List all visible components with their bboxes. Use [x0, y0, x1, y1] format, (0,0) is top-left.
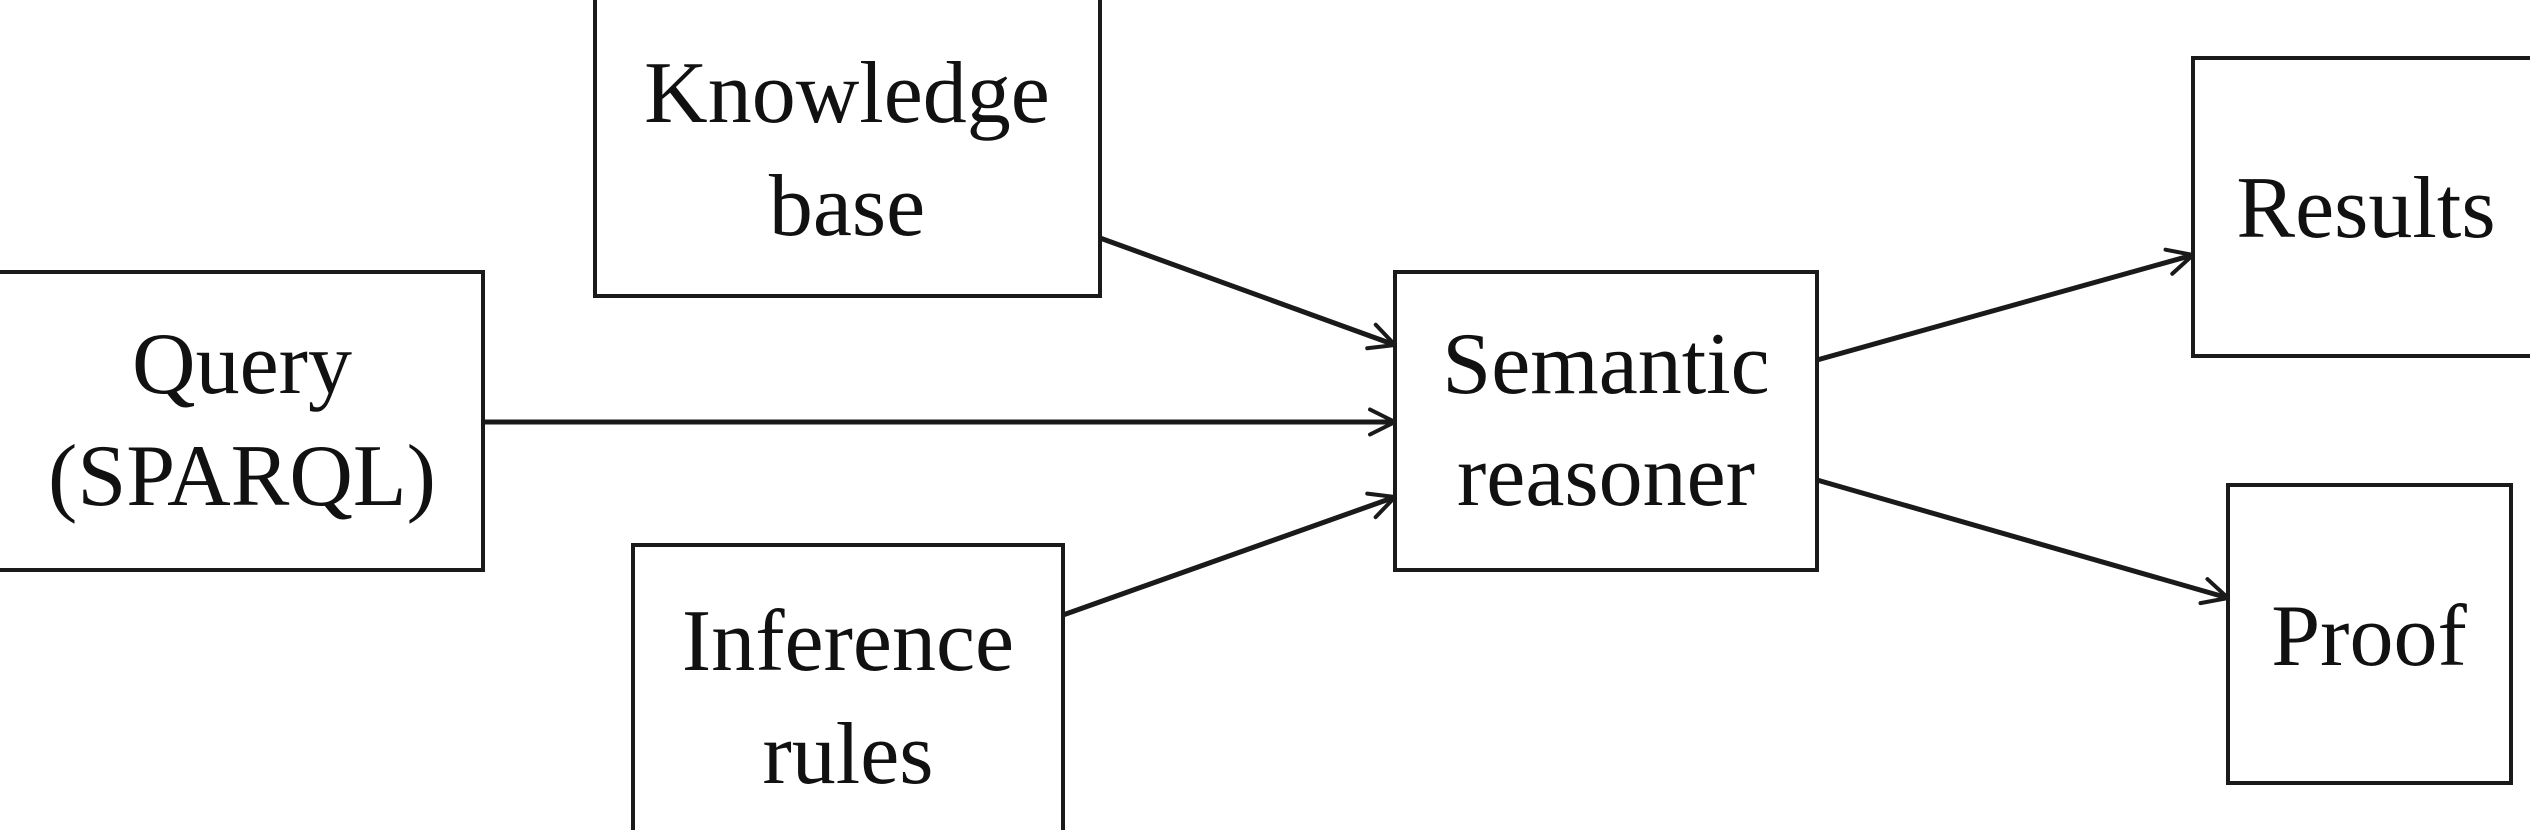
results-box	[2191, 56, 2530, 358]
node-inference-rules: Inference rules	[631, 543, 1065, 830]
edge-reasoner-to-results	[1816, 247, 2195, 363]
query-box	[0, 270, 485, 572]
inference-rules-box	[631, 543, 1065, 830]
node-knowledge-base: Knowledge base	[593, 0, 1102, 298]
node-proof: Proof	[2226, 483, 2513, 785]
node-semantic-reasoner: Semantic reasoner	[1393, 270, 1819, 572]
edge-reasoner-to-proof	[1816, 477, 2230, 606]
proof-label: Proof	[2271, 588, 2467, 685]
inference-rules-label-line2: rules	[762, 706, 933, 803]
knowledge-base-label-line2: base	[769, 158, 925, 255]
semantic-reasoner-box	[1393, 270, 1819, 572]
knowledge-base-label-line1: Knowledge	[644, 45, 1050, 142]
semantic-reasoner-label-line1: Semantic	[1442, 316, 1769, 413]
edge-knowledge-base-to-reasoner	[1099, 235, 1397, 351]
node-results: Results	[2191, 56, 2530, 358]
semantic-reasoner-label-line2: reasoner	[1457, 428, 1755, 525]
node-query: Query (SPARQL)	[0, 270, 485, 572]
edge-inference-rules-to-reasoner	[1062, 491, 1397, 618]
query-label-line1: Query	[132, 316, 352, 413]
proof-box	[2226, 483, 2513, 785]
query-label-line2: (SPARQL)	[48, 428, 436, 525]
results-label: Results	[2236, 160, 2495, 257]
knowledge-base-box	[593, 0, 1102, 298]
inference-rules-label-line1: Inference	[682, 593, 1014, 690]
